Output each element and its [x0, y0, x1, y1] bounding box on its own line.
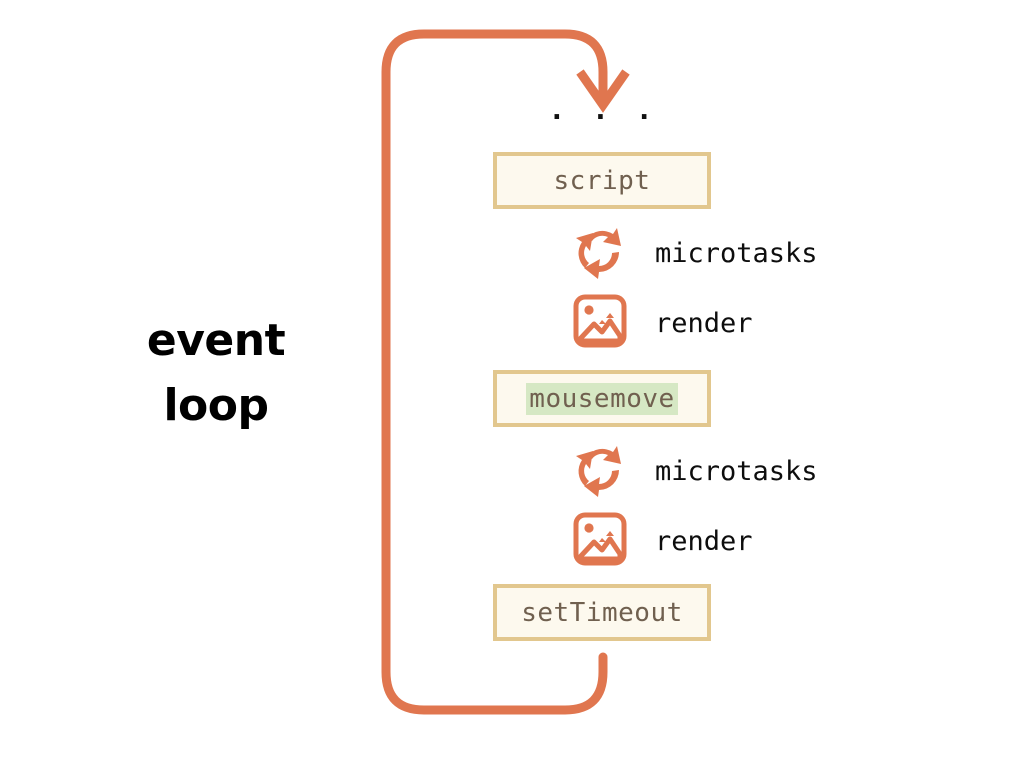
event-loop-title: event loop — [146, 315, 286, 432]
phase-row-microtasks-2: microtasks — [569, 442, 818, 500]
render-image-icon — [573, 294, 627, 348]
ellipsis-dots: · · · — [548, 100, 658, 133]
task-box-script[interactable]: script — [493, 152, 711, 209]
render-image-icon — [573, 512, 627, 566]
task-box-settimeout-label: setTimeout — [521, 597, 683, 628]
task-box-mousemove-label: mousemove — [526, 382, 678, 415]
phase-row-render-1: render — [569, 294, 753, 352]
phase-label-render-2: render — [655, 525, 753, 557]
task-box-settimeout[interactable]: setTimeout — [493, 584, 711, 641]
phase-label-microtasks-1: microtasks — [655, 237, 818, 269]
microtasks-cycle-icon — [576, 446, 621, 497]
microtasks-cycle-icon — [576, 228, 621, 279]
phase-row-microtasks-1: microtasks — [569, 224, 818, 282]
phase-label-render-1: render — [655, 307, 753, 339]
phase-row-render-2: render — [569, 512, 753, 570]
task-box-script-label: script — [553, 165, 651, 196]
phase-label-microtasks-2: microtasks — [655, 455, 818, 487]
task-box-mousemove[interactable]: mousemove — [493, 370, 711, 427]
